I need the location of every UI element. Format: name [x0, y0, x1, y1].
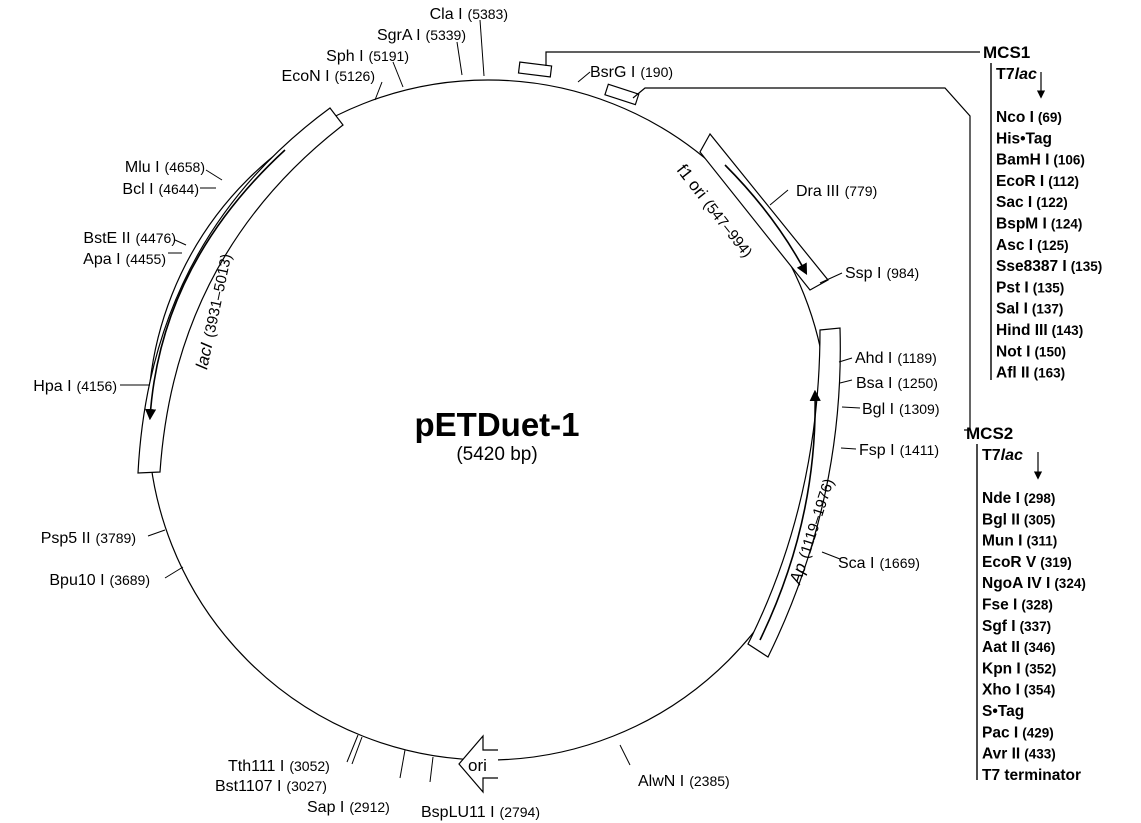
- mcs2-promoter: T7lac: [982, 447, 1023, 464]
- mcs2-site-10: S•Tag: [982, 703, 1024, 720]
- site-label-bsrg1: BsrG I(190): [590, 64, 673, 81]
- tick-lines-left: [120, 169, 223, 579]
- site-label-bcl1: Bcl I(4644): [122, 181, 199, 198]
- site-label-sph1: Sph I(5191): [326, 48, 409, 65]
- site-label-psp5-2: Psp5 II(3789): [41, 530, 136, 547]
- site-label-cla1: Cla I(5383): [430, 6, 508, 23]
- mcs2-site-4: NgoA IV I(324): [982, 575, 1086, 592]
- mcs2-site-1: Bgl II(305): [982, 511, 1055, 528]
- mcs1-site-7: Sse8387 I(135): [996, 258, 1102, 275]
- site-label-dra3: Dra III(779): [796, 183, 877, 200]
- mcs1-connector-line: [545, 51, 980, 66]
- site-label-sgra1: SgrA I(5339): [377, 27, 466, 44]
- mcs2-site-0: Nde I(298): [982, 490, 1055, 507]
- site-label-ahd1: Ahd I(1189): [855, 350, 937, 367]
- mcs2-site-5: Fse I(328): [982, 597, 1053, 614]
- tick-lines-right: [577, 71, 861, 766]
- mcs1-site-9: Sal I(137): [996, 301, 1063, 318]
- mcs2-site-11: Pac I(429): [982, 724, 1054, 741]
- laci-feature: [137, 107, 344, 474]
- mcs1-box: [517, 61, 553, 78]
- mcs2-site-list: Nde I(298) Bgl II(305) Mun I(311) EcoR V(31…: [982, 490, 1086, 784]
- site-label-fsp1: Fsp I(1411): [859, 442, 939, 459]
- mcs1-site-3: EcoR I(112): [996, 173, 1079, 190]
- right-site-labels: BsrG I(190) Dra III(779) Ssp I(984) Ahd …: [590, 64, 939, 790]
- mcs2-site-12: Avr II(433): [982, 746, 1056, 763]
- mcs2-site-7: Aat II(346): [982, 639, 1055, 656]
- mcs2-connector-line: [632, 87, 971, 431]
- mcs2-box: [604, 83, 640, 106]
- mcs1-site-2: BamH I(106): [996, 152, 1085, 169]
- mcs2-site-3: EcoR V(319): [982, 554, 1072, 571]
- tick-lines-bottom: [346, 734, 434, 783]
- mcs1-site-8: Pst I(135): [996, 279, 1064, 296]
- mcs2-site-2: Mun I(311): [982, 533, 1057, 550]
- left-site-labels: Bpu10 I(3689) Psp5 II(3789) Hpa I(4156) …: [33, 159, 205, 589]
- mcs1-promoter: T7lac: [996, 66, 1037, 83]
- f1-ori-feature: [699, 132, 829, 291]
- mcs1-site-0: Nco I(69): [996, 109, 1062, 126]
- tick-lines-top: [374, 19, 485, 101]
- top-site-labels: EcoN I(5126) Sph I(5191) SgrA I(5339) Cl…: [282, 6, 508, 85]
- site-label-bgl1: Bgl I(1309): [862, 401, 939, 418]
- site-label-alwn1: AlwN I(2385): [638, 773, 730, 790]
- site-label-ssp1: Ssp I(984): [845, 265, 919, 282]
- site-label-sca1: Sca I(1669): [838, 555, 920, 572]
- mcs1-site-12: Afl II(163): [996, 365, 1065, 382]
- site-label-mlu1: Mlu I(4658): [125, 159, 205, 176]
- mcs1-site-4: Sac I(122): [996, 194, 1068, 211]
- plasmid-name: pETDuet-1: [415, 406, 580, 443]
- ori-arrow-outline: [458, 734, 498, 794]
- site-label-bsa1: Bsa I(1250): [856, 375, 938, 392]
- mcs2-site-13: T7 terminator: [982, 767, 1081, 784]
- mcs2-site-6: Sgf I(337): [982, 618, 1051, 635]
- mcs2-title: MCS2: [966, 424, 1013, 443]
- mcs1-title: MCS1: [983, 43, 1030, 62]
- mcs2-site-8: Kpn I(352): [982, 660, 1056, 677]
- mcs2-panel: MCS2 T7lac Nde I(298) Bgl II(305) Mun I(31…: [966, 424, 1086, 784]
- site-label-sap1: Sap I(2912): [307, 799, 390, 816]
- site-label-tth111-1: Tth111 I(3052): [228, 758, 330, 775]
- site-label-apa1: Apa I(4455): [83, 251, 166, 268]
- mcs1-site-1: His•Tag: [996, 130, 1052, 147]
- site-label-bsplu11-1: BspLU11 I(2794): [421, 804, 540, 821]
- mcs1-site-11: Not I(150): [996, 343, 1066, 360]
- ap-feature: [747, 327, 841, 658]
- mcs1-site-10: Hind III(143): [996, 322, 1083, 339]
- site-label-econ1: EcoN I(5126): [282, 68, 375, 85]
- mcs2-site-9: Xho I(354): [982, 682, 1055, 699]
- site-label-bpu10-1: Bpu10 I(3689): [49, 572, 150, 589]
- mcs1-site-6: Asc I(125): [996, 237, 1069, 254]
- bottom-site-labels: BspLU11 I(2794) Sap I(2912) Bst1107 I(30…: [215, 758, 540, 821]
- ori-label: ori: [468, 756, 487, 775]
- site-label-bste2: BstE II(4476): [83, 230, 176, 247]
- site-label-bst1107-1: Bst1107 I(3027): [215, 778, 327, 795]
- site-label-hpa1: Hpa I(4156): [33, 378, 117, 395]
- plasmid-size: (5420 bp): [456, 444, 537, 465]
- mcs1-site-5: BspM I(124): [996, 216, 1082, 233]
